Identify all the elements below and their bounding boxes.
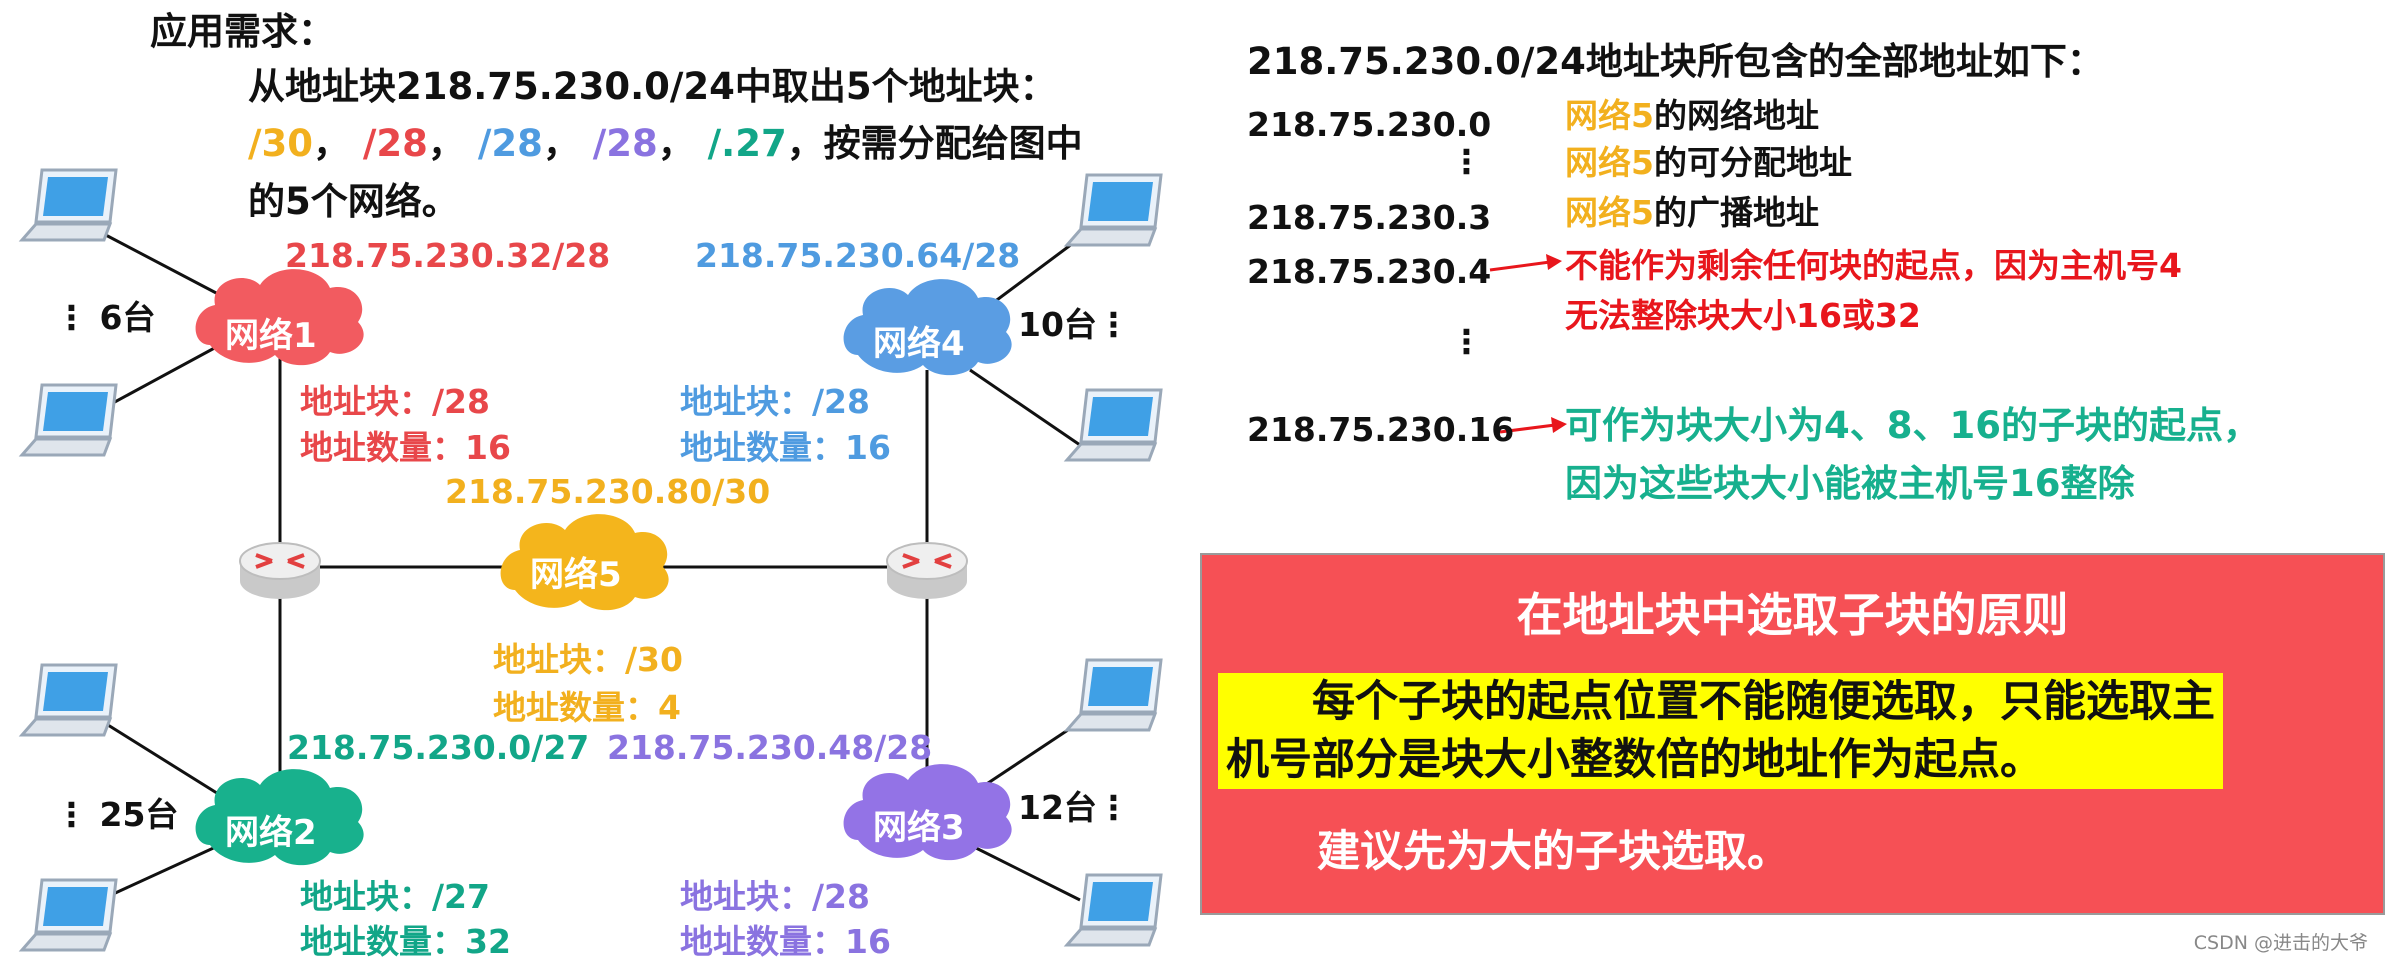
net3-hosts: 12台⋮	[1018, 788, 1130, 828]
address-note-3-line2: 无法整除块大小16或32	[1565, 296, 1921, 336]
principle-title: 在地址块中选取子块的原则	[1202, 579, 2383, 645]
requirement-line1: 从地址块218.75.230.0/24中取出5个地址块：	[248, 65, 1057, 109]
prefix-net2: /.27	[708, 122, 787, 165]
prefix-net4: /28	[478, 122, 543, 165]
net1-count: 地址数量：16	[300, 428, 511, 468]
laptop-icon	[1067, 175, 1161, 245]
net3-name: 网络3	[873, 800, 965, 849]
watermark: CSDN @进击的大爷	[2194, 928, 2368, 955]
prefix-net1: /28	[363, 122, 428, 165]
laptop-icon	[22, 665, 116, 735]
laptop-icon	[1067, 660, 1161, 730]
net3-block: 地址块：/28	[680, 877, 870, 917]
address-note-2: 网络5的广播地址	[1565, 193, 1819, 233]
prefix-net5: /30	[248, 122, 313, 165]
address-note-4-line2: 因为这些块大小能被主机号16整除	[1565, 462, 2135, 506]
net5-cidr: 218.75.230.80/30	[445, 472, 770, 512]
principle-highlight: 每个子块的起点位置不能随便选取，只能选取主 机号部分是块大小整数倍的地址作为起点…	[1218, 673, 2223, 789]
net4-cidr: 218.75.230.64/28	[695, 236, 1020, 276]
net5-block: 地址块：/30	[493, 640, 683, 680]
address-ellipsis-1: ⋮	[1450, 142, 1483, 182]
address-row-4: 218.75.230.16	[1247, 410, 1514, 450]
net1-block: 地址块：/28	[300, 382, 490, 422]
requirement-line3: 的5个网络。	[248, 180, 459, 224]
net2-hosts: ⋮ 25台	[55, 795, 178, 835]
principle-box: 在地址块中选取子块的原则 每个子块的起点位置不能随便选取，只能选取主 机号部分是…	[1200, 553, 2385, 915]
address-row-2: 218.75.230.3	[1247, 198, 1491, 238]
net1-cidr: 218.75.230.32/28	[285, 236, 610, 276]
arrow-right-icon	[1490, 254, 1562, 270]
address-ellipsis-2: ⋮	[1450, 322, 1483, 362]
principle-highlight-line2: 机号部分是块大小整数倍的地址作为起点。	[1226, 731, 2215, 789]
address-note-4-line1: 可作为块大小为4、8、16的子块的起点，	[1565, 404, 2260, 448]
laptop-icon	[22, 170, 116, 240]
net1-name: 网络1	[225, 308, 317, 357]
address-note-1: 网络5的可分配地址	[1565, 143, 1852, 183]
address-row-0: 218.75.230.0	[1247, 105, 1491, 145]
net3-count: 地址数量：16	[680, 922, 891, 962]
requirement-line2: /30， /28， /28， /28， /.27，按需分配给图中	[248, 122, 1083, 166]
laptop-icon	[1067, 875, 1161, 945]
router-icon	[240, 543, 320, 599]
requirement-heading: 应用需求：	[150, 10, 335, 54]
net4-hosts: 10台⋮	[1018, 305, 1130, 345]
laptop-icon	[22, 880, 116, 950]
address-note-3-line1: 不能作为剩余任何块的起点，因为主机号4	[1565, 246, 2182, 286]
principle-advice: 建议先为大的子块选取。	[1317, 817, 1790, 879]
net5-name: 网络5	[530, 547, 622, 596]
net5-count: 地址数量：4	[493, 688, 681, 728]
address-list-title: 218.75.230.0/24地址块所包含的全部地址如下：	[1247, 40, 2104, 84]
net2-count: 地址数量：32	[300, 922, 511, 962]
address-row-3: 218.75.230.4	[1247, 252, 1491, 292]
net4-block: 地址块：/28	[680, 382, 870, 422]
router-icon	[887, 543, 967, 599]
laptop-icon	[22, 385, 116, 455]
address-note-0: 网络5的网络地址	[1565, 96, 1819, 136]
net2-cidr: 218.75.230.0/27	[287, 728, 589, 768]
net2-name: 网络2	[225, 805, 317, 854]
net1-hosts: ⋮ 6台	[55, 298, 155, 338]
net2-block: 地址块：/27	[300, 877, 490, 917]
net4-count: 地址数量：16	[680, 428, 891, 468]
principle-highlight-line1: 每个子块的起点位置不能随便选取，只能选取主	[1226, 673, 2215, 731]
requirement-line2-suffix: ，按需分配给图中	[787, 122, 1083, 165]
laptop-icon	[1067, 390, 1161, 460]
net4-name: 网络4	[873, 316, 965, 365]
net3-cidr: 218.75.230.48/28	[607, 728, 932, 768]
prefix-net3: /28	[593, 122, 658, 165]
